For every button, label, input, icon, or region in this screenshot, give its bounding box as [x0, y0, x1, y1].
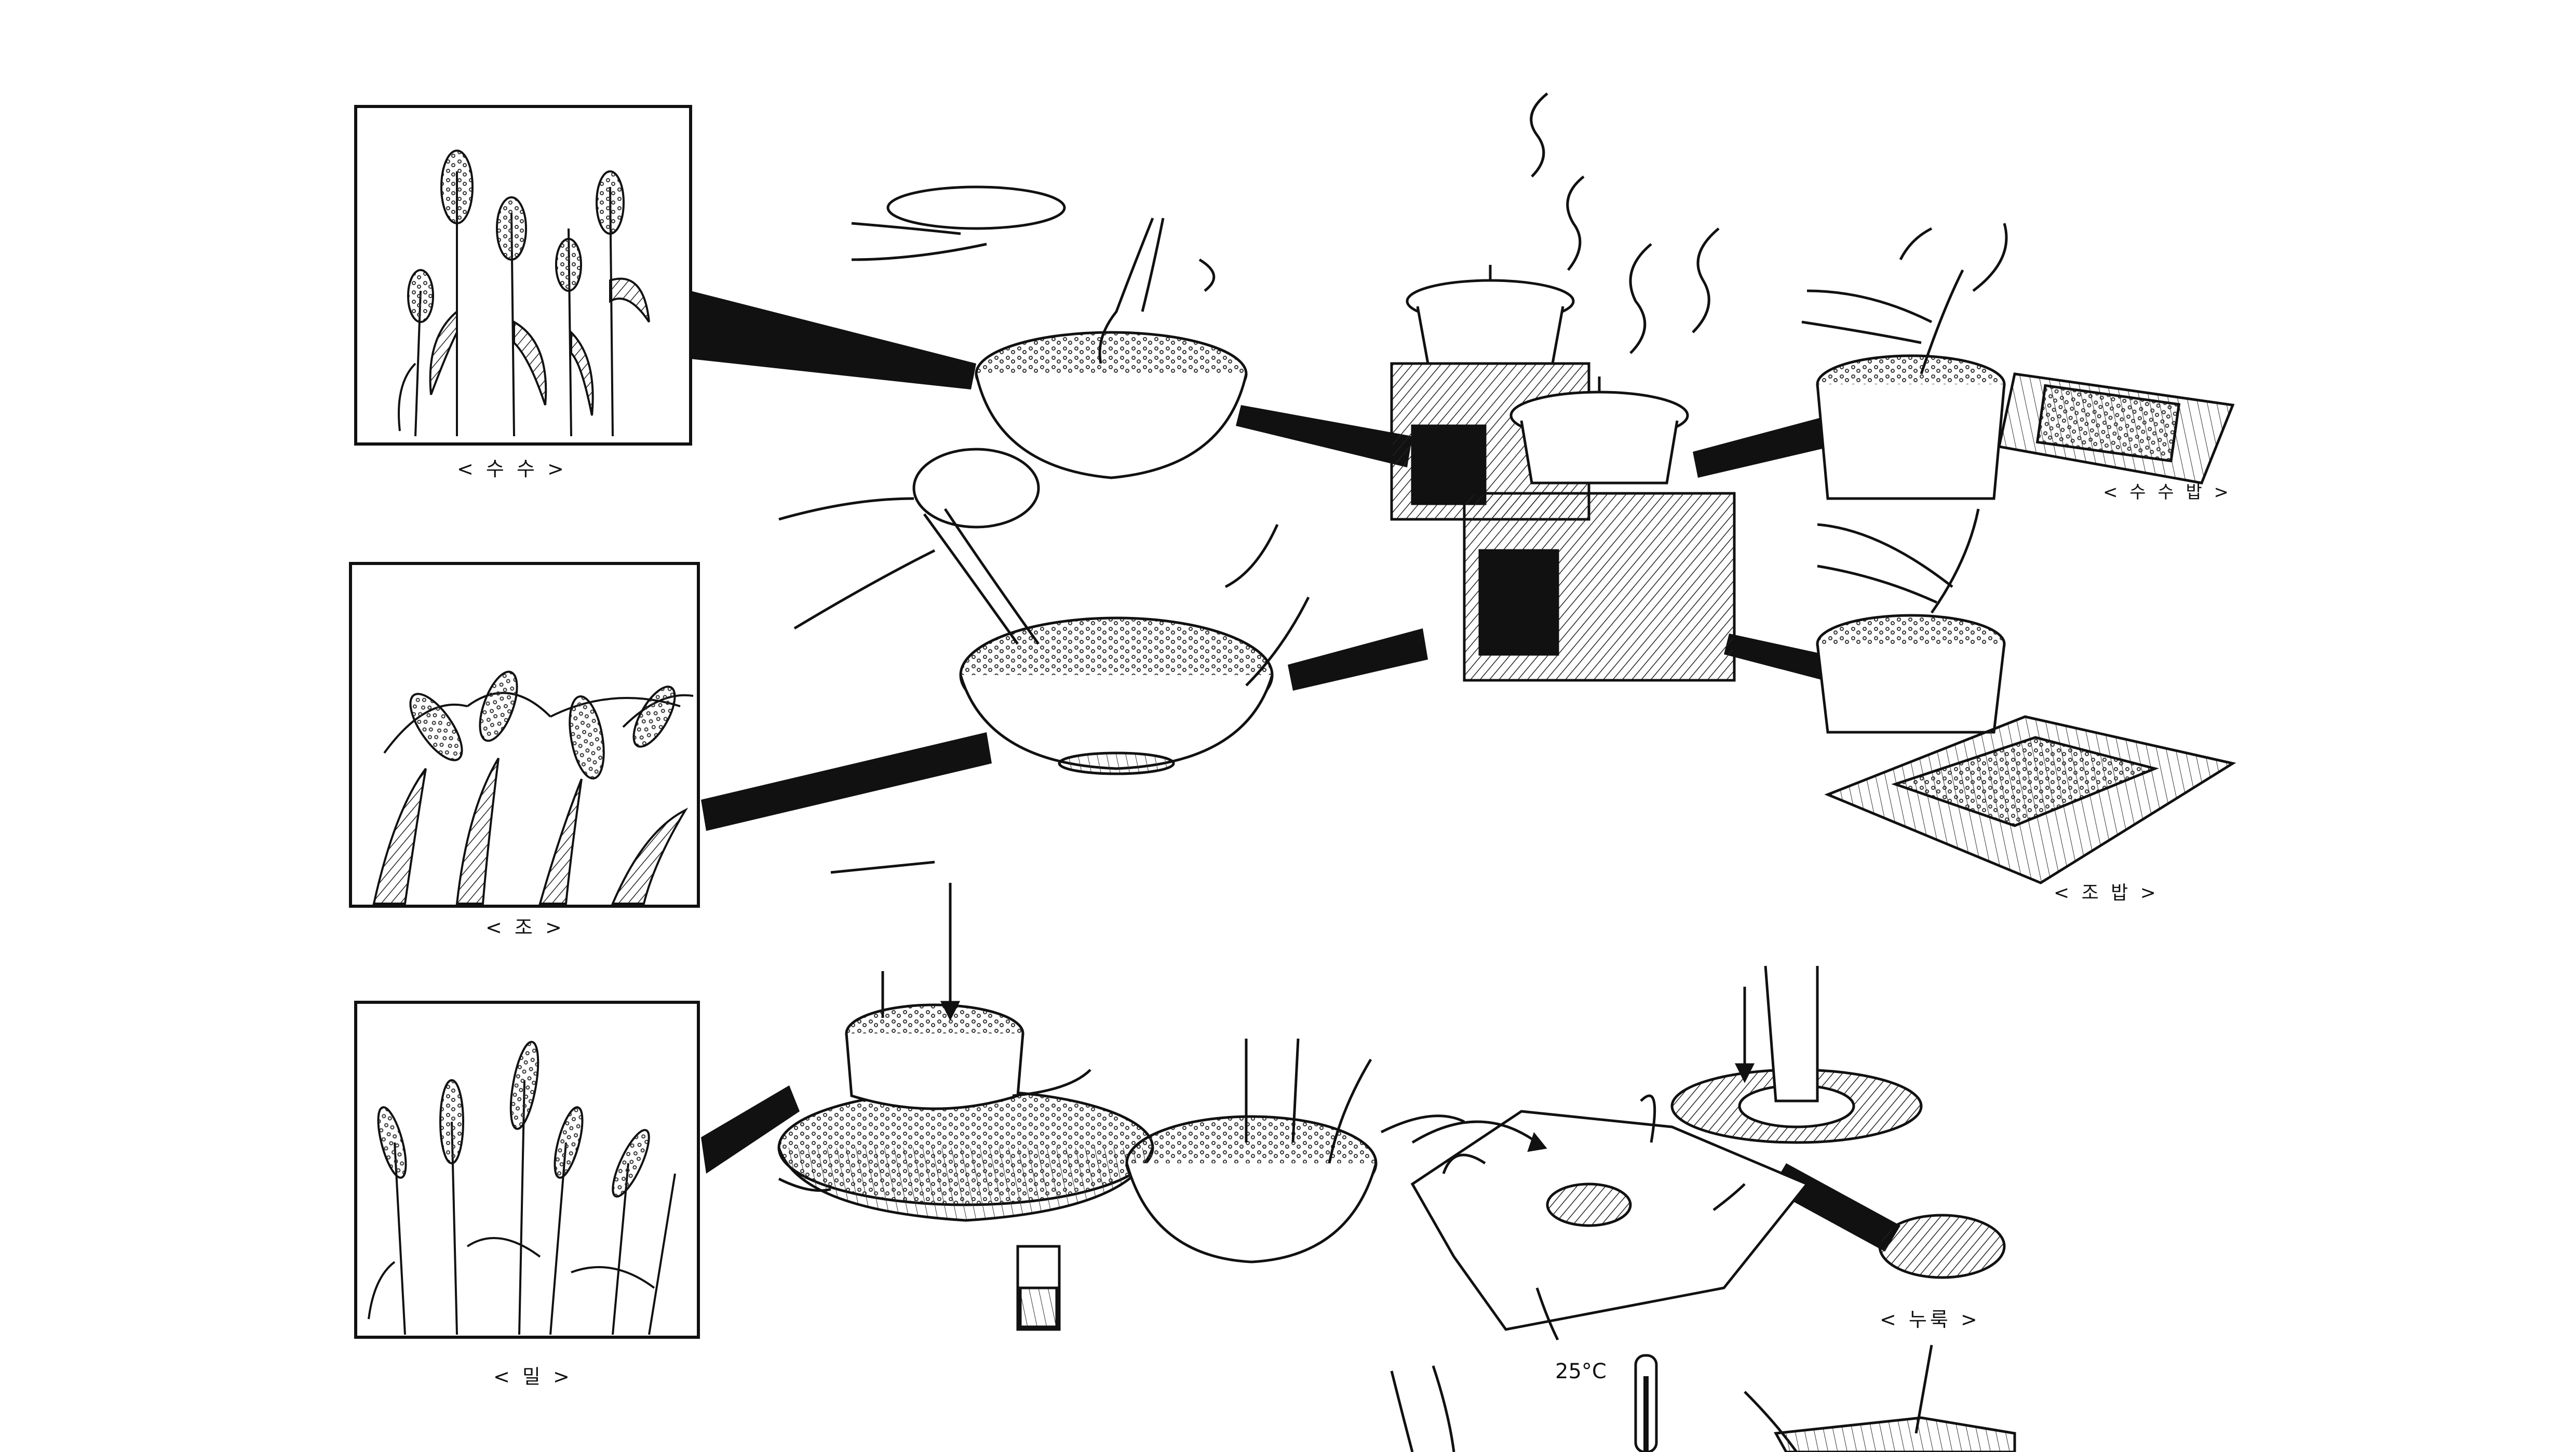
label-susu: < 수 수 >: [457, 458, 567, 480]
cloth-wrap: [1410, 1094, 1810, 1341]
band-mil-to-mill: [701, 1085, 800, 1174]
band-stove-to-jobap: [1724, 634, 1849, 685]
label-nuruk: < 누룩 >: [1880, 1308, 1980, 1331]
millet-plant-drawing: [372, 670, 694, 905]
panel-jo: [349, 562, 700, 908]
kneading-bowl: [1016, 1038, 1465, 1331]
process-arrows: [778, 227, 1933, 1192]
washing-bowl-bottom: [778, 448, 1310, 775]
steamer-jobap: [1816, 508, 2236, 884]
label-mil: < 밀 >: [493, 1365, 573, 1388]
connector-bands: [685, 291, 1900, 1252]
steamer-susubap: [1801, 223, 2235, 500]
millstone: [777, 861, 1154, 1222]
washing-bowl-top: [851, 185, 1248, 479]
label-jobap: < 조 밥 >: [2054, 882, 2159, 904]
label-jo: < 조 >: [485, 916, 565, 939]
label-susubap: < 수 수 밥 >: [2103, 482, 2232, 503]
band-susu-to-bowl: [685, 291, 976, 389]
panel-mil: [354, 1001, 700, 1339]
fermentation-scene: [1390, 1345, 2016, 1452]
nuruk-press: [1670, 965, 2006, 1279]
panel-susu: [354, 105, 692, 446]
sorghum-plant-drawing: [398, 150, 650, 437]
wheat-plant-drawing: [368, 1041, 676, 1335]
band-jo-to-bowl: [701, 732, 992, 831]
temperature-label: 25°C: [1555, 1360, 1607, 1383]
stove-front: [1463, 227, 1736, 682]
thermometer-icon: [1634, 1354, 1658, 1452]
band-bowl-to-stove-bottom: [1288, 628, 1428, 691]
band-stove-to-susubap: [1693, 410, 1854, 478]
band-bowl-to-stove-top: [1236, 405, 1412, 467]
